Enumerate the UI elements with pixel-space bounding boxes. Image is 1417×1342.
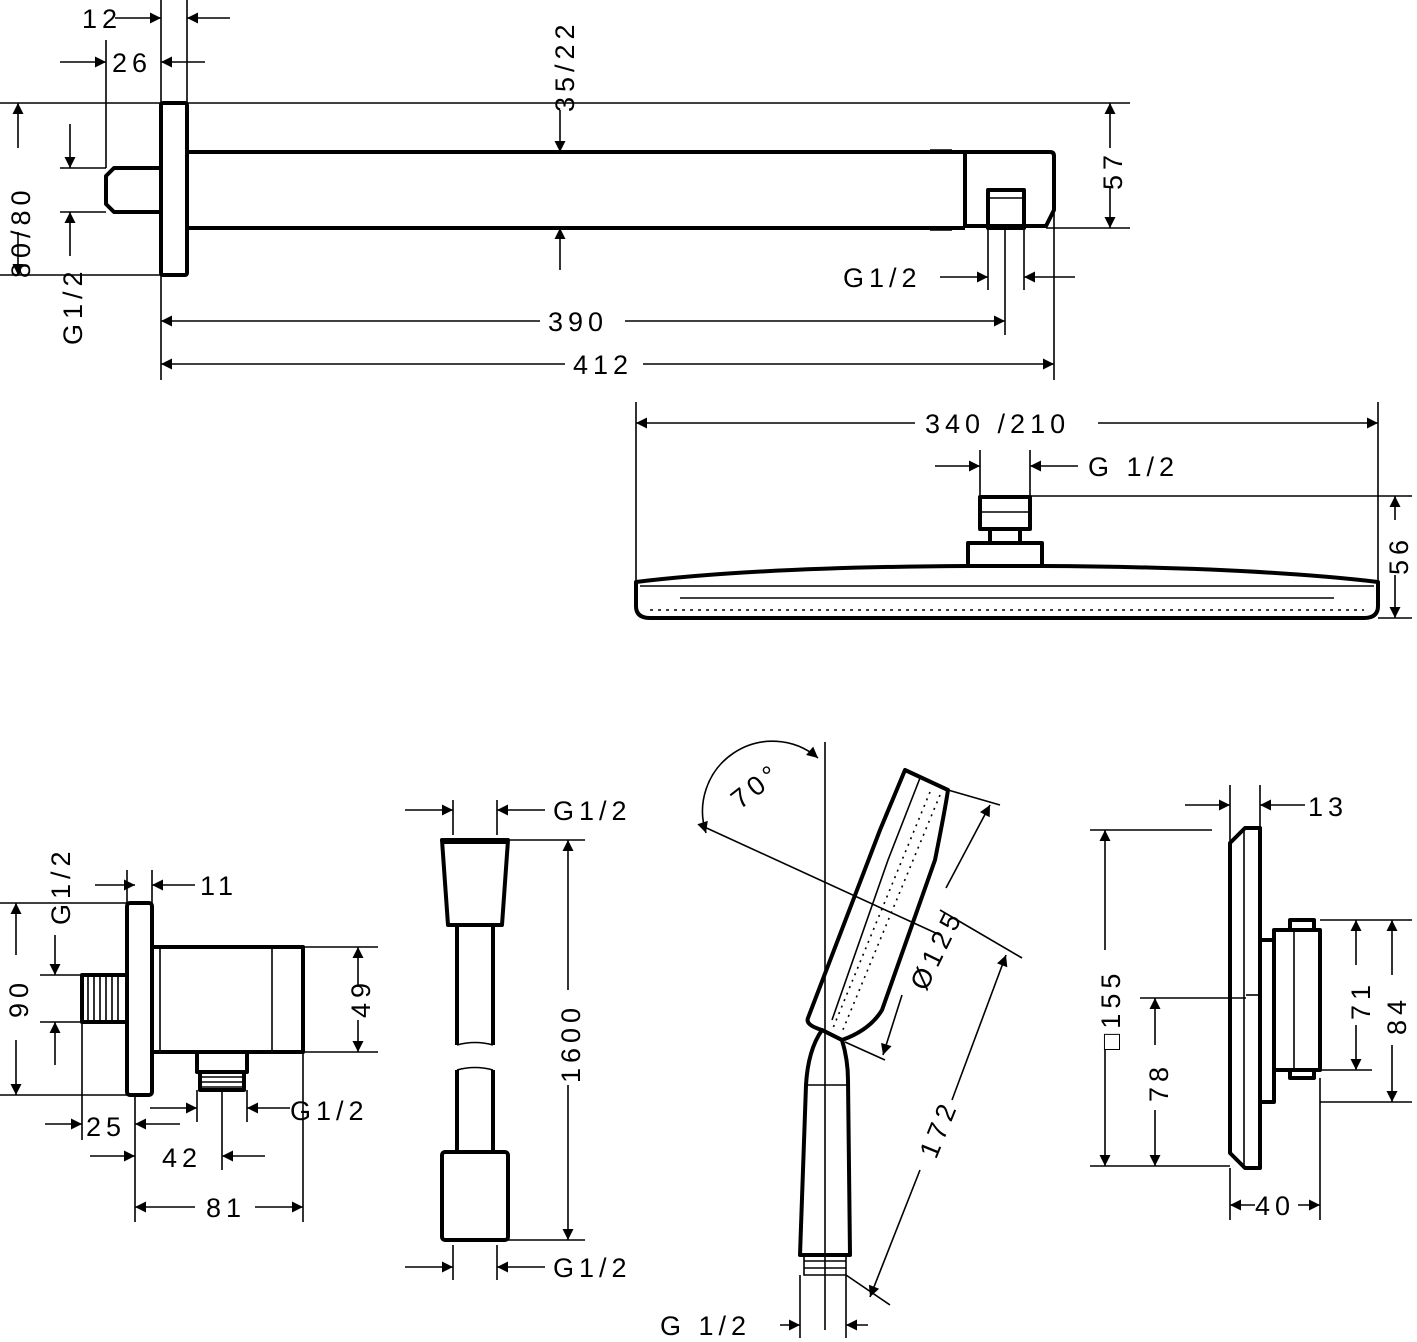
shower-head <box>634 495 1380 620</box>
dim-390: 390 <box>548 307 608 337</box>
thread-elbow-top: G1/2 <box>46 846 76 925</box>
dim-78: 78 <box>1144 1062 1174 1102</box>
dim-71: 71 <box>1346 980 1376 1020</box>
dim-155: □155 <box>1096 969 1126 1050</box>
dim-12: 12 <box>82 4 122 34</box>
shower-hose <box>440 838 510 1242</box>
dim-35-22: 35/22 <box>550 19 580 112</box>
shower-arm-dimensions <box>0 0 1130 380</box>
wall-outlet-elbow <box>80 901 305 1097</box>
thermostat-mixer-dimensions <box>1090 785 1412 1220</box>
thread-arm-left: G1/2 <box>58 266 88 345</box>
wall-outlet-elbow-dimensions <box>0 870 378 1222</box>
dim-13: 13 <box>1308 792 1348 822</box>
shower-head-dimensions <box>635 402 1412 619</box>
dim-81: 81 <box>206 1193 246 1223</box>
shower-arm <box>104 101 1056 277</box>
dim-11: 11 <box>200 871 238 901</box>
spray-nozzles <box>832 791 941 1033</box>
dim-56: 56 <box>1384 535 1414 575</box>
dim-1600: 1600 <box>556 1003 586 1083</box>
dim-25: 25 <box>86 1112 126 1142</box>
thread-hose-bottom: G1/2 <box>553 1253 632 1283</box>
dim-172: 172 <box>914 1095 964 1162</box>
thread-head: G 1/2 <box>1088 452 1179 482</box>
dim-90: 90 <box>4 978 34 1018</box>
thread-elbow-bottom: G1/2 <box>290 1096 369 1126</box>
shower-hose-labels: G1/2 1600 G1/2 <box>553 796 632 1283</box>
thermostat-mixer-labels: 13 □155 78 71 84 40 <box>1096 792 1412 1221</box>
wall-outlet-elbow-labels: G1/2 11 90 49 25 G1/2 42 81 <box>4 846 376 1223</box>
thread-arm-right: G1/2 <box>843 263 922 293</box>
hand-shower <box>798 768 950 1276</box>
thread-hose-top: G1/2 <box>553 796 632 826</box>
dim-340-210: 340 /210 <box>925 409 1070 439</box>
dim-80-80: 80/80 <box>6 185 36 278</box>
dim-40: 40 <box>1255 1191 1295 1221</box>
dim-84: 84 <box>1382 995 1412 1035</box>
shower-hose-dimensions <box>405 800 585 1280</box>
shower-head-labels: 340 /210 G 1/2 56 <box>925 409 1414 575</box>
dim-42: 42 <box>162 1143 202 1173</box>
thread-handshower: G 1/2 <box>660 1311 751 1341</box>
dim-412: 412 <box>573 350 633 380</box>
dim-57: 57 <box>1098 150 1128 190</box>
thermostat-mixer <box>1228 826 1322 1170</box>
hand-shower-dimensions <box>697 740 1023 1338</box>
shower-arm-labels: 12 26 35/22 80/80 G1/2 57 G1/2 390 412 <box>6 4 1128 380</box>
angle-70: 70° <box>725 757 787 815</box>
dim-26: 26 <box>112 48 152 78</box>
dim-49: 49 <box>346 978 376 1018</box>
